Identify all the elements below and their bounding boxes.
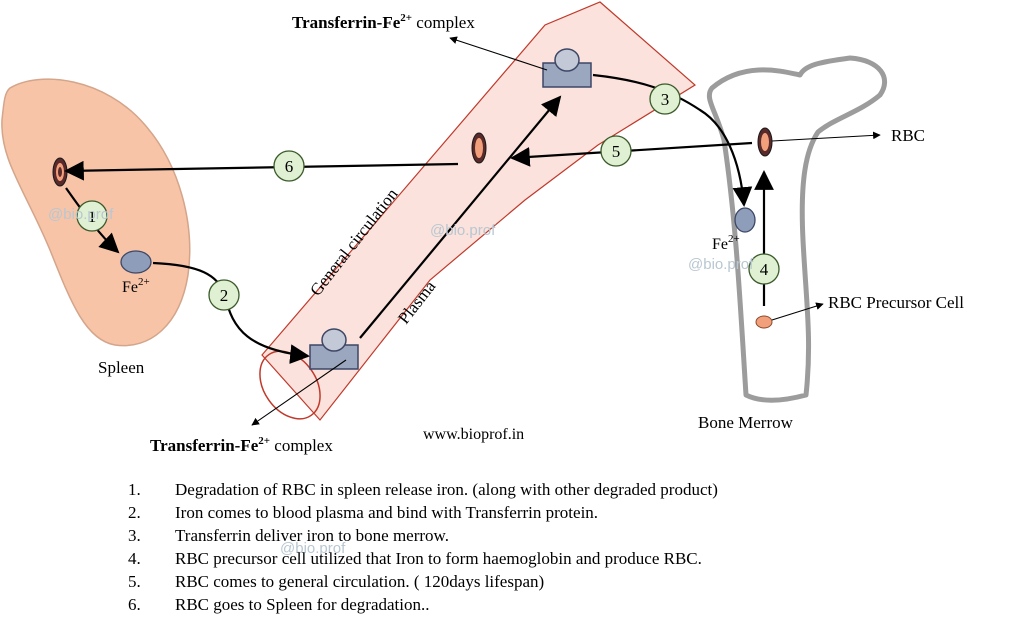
transferrin-complex-bottom [309,328,359,370]
bone-shape [706,55,888,403]
fe-label-bone: Fe2+ [712,233,740,253]
step-item: 1.Degradation of RBC in spleen release i… [128,480,718,499]
transferrin-label-top: Transferrin-Fe2+ complex [292,12,475,32]
step-marker-4: 4 [748,253,780,285]
svg-text:5: 5 [612,142,621,161]
rbc-precursor-label: RBC Precursor Cell [828,293,964,312]
step-marker-2: 2 [208,279,240,311]
pointer-transferrin-bottom [251,359,347,426]
vessel-opening [259,350,321,420]
website-label: www.bioprof.in [423,426,524,443]
step-item: 6.RBC goes to Spleen for degradation.. [128,595,430,614]
step-item: 4.RBC precursor cell utilized that Iron … [128,549,702,568]
step-item: 3.Transferrin deliver iron to bone merro… [128,526,449,545]
blood-vessel [261,1,697,421]
step-marker-1: 1 [76,200,108,232]
pointer-rbc-precursor [771,302,824,321]
watermark-spleen: @bio.prof [48,206,114,223]
transferrin-label-bottom: Transferrin-Fe2+ complex [150,435,333,455]
rbc-cell-bone [757,127,773,157]
watermark-bone: @bio.prof [688,256,754,273]
iron-ion-spleen [120,250,152,274]
step-list: 1.Degradation of RBC in spleen release i… [128,478,718,616]
arrow-3 [592,73,753,207]
iron-ion-bone [734,207,756,233]
pointer-transferrin-top [449,36,548,71]
spleen-label: Spleen [98,358,145,377]
step-marker-3: 3 [649,83,681,115]
rbc-label: RBC [891,126,925,145]
watermark-list: @bio.prof [280,540,346,557]
svg-text:6: 6 [285,157,294,176]
arrow-6 [64,160,459,181]
rbc-precursor-cell [755,315,773,329]
fe-label-spleen: Fe2+ [122,276,150,296]
watermark-vessel: @bio.prof [430,222,496,239]
rbc-cell-spleen [52,157,68,187]
arrow-5 [510,141,753,167]
svg-text:3: 3 [661,90,670,109]
arrow-plasma-up [359,95,562,339]
pointer-rbc [771,131,881,142]
step-marker-6: 6 [273,150,305,182]
svg-text:4: 4 [760,260,769,279]
bone-marrow-label: Bone Merrow [698,413,794,432]
step-item: 2.Iron comes to blood plasma and bind wi… [128,503,599,522]
transferrin-complex-top [542,48,592,88]
svg-text:2: 2 [220,286,229,305]
step-item: 5.RBC comes to general circulation. ( 12… [128,572,545,591]
step-marker-5: 5 [600,135,632,167]
svg-text:1: 1 [88,207,97,226]
rbc-cell-vessel [471,132,487,164]
